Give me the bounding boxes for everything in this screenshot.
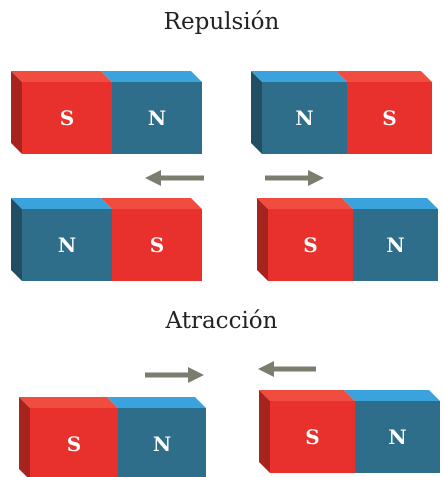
magnet-side-face xyxy=(11,71,22,154)
south-pole-face xyxy=(30,408,118,477)
magnet-top-face xyxy=(344,390,440,401)
north-pole-face xyxy=(118,408,206,477)
arrow-head xyxy=(258,361,274,377)
magnet-top-face xyxy=(259,390,355,401)
magnet-side-face xyxy=(259,390,270,473)
south-pole-label: S xyxy=(305,425,319,449)
repulsion-title: Repulsión xyxy=(163,9,280,35)
magnet-top-face xyxy=(101,71,202,82)
south-pole-label: S xyxy=(303,233,317,257)
arrow-head xyxy=(145,170,161,186)
magnet-top-face xyxy=(251,71,347,82)
magnet-top-face xyxy=(257,198,353,209)
south-pole-label: S xyxy=(382,106,396,130)
north-pole-face xyxy=(112,82,202,154)
north-pole-face xyxy=(262,82,347,154)
south-pole-face xyxy=(268,209,353,281)
magnet-side-face xyxy=(19,397,30,477)
magnet-side-face xyxy=(251,71,262,154)
north-pole-face xyxy=(355,401,440,473)
force-arrow-right xyxy=(145,367,204,383)
south-pole-label: S xyxy=(60,106,74,130)
magnet-top-face xyxy=(19,397,118,408)
force-arrow-left xyxy=(145,170,204,186)
north-pole-label: N xyxy=(295,106,313,130)
north-pole-label: N xyxy=(148,106,166,130)
south-pole-label: S xyxy=(150,233,164,257)
attraction-title: Atracción xyxy=(165,308,278,334)
magnet-top-face xyxy=(342,198,438,209)
south-pole-label: S xyxy=(67,432,81,456)
magnet-side-face xyxy=(11,198,22,281)
north-pole-label: N xyxy=(388,425,406,449)
north-pole-face xyxy=(353,209,438,281)
magnet-top-face xyxy=(11,198,112,209)
north-pole-face xyxy=(22,209,112,281)
magnet-top-face xyxy=(107,397,206,408)
arrow-head xyxy=(308,170,324,186)
south-pole-face xyxy=(347,82,432,154)
south-pole-face xyxy=(22,82,112,154)
force-arrow-left xyxy=(258,361,316,377)
arrow-head xyxy=(188,367,204,383)
magnet-top-face xyxy=(336,71,432,82)
north-pole-label: N xyxy=(386,233,404,257)
north-pole-label: N xyxy=(58,233,76,257)
magnet-top-face xyxy=(101,198,202,209)
force-arrow-right xyxy=(265,170,324,186)
magnet-top-face xyxy=(11,71,112,82)
south-pole-face xyxy=(112,209,202,281)
south-pole-face xyxy=(270,401,355,473)
north-pole-label: N xyxy=(153,432,171,456)
magnet-side-face xyxy=(257,198,268,281)
